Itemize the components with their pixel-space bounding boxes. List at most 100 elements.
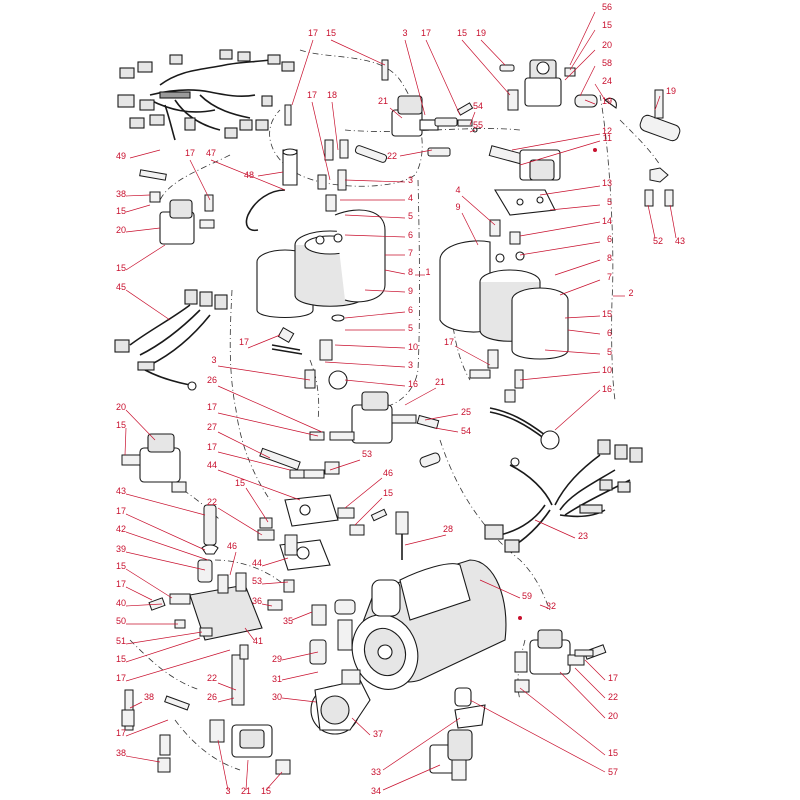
harness-connector — [149, 114, 165, 126]
callout-number: 15 — [235, 478, 245, 488]
callout-number: 19 — [666, 86, 676, 96]
leader-line — [574, 667, 606, 699]
callout-number: 51 — [116, 636, 126, 646]
harness-connector — [224, 127, 238, 139]
harness-connector — [579, 504, 603, 514]
distribution-block — [148, 504, 263, 706]
leader-line — [329, 459, 361, 471]
callout-number: 22 — [207, 673, 217, 683]
callout-number: 49 — [116, 151, 126, 161]
callout-number: 4 — [455, 185, 460, 195]
callout-number: 10 — [408, 342, 418, 352]
callout-number: 32 — [546, 601, 556, 611]
harness-connector — [504, 539, 520, 553]
leader-line — [569, 29, 596, 71]
callout-number: 17 — [444, 337, 454, 347]
leader-line — [519, 140, 601, 166]
callout-number: 15 — [602, 20, 612, 30]
callout-number: 50 — [116, 616, 126, 626]
leader-line — [217, 385, 323, 433]
callout-number: 21 — [241, 786, 251, 796]
callout-number: 3 — [225, 786, 230, 796]
leader-line — [261, 581, 289, 585]
callout-number: 17 — [185, 148, 195, 158]
callout-number: 34 — [371, 786, 381, 796]
callout-number: 15 — [261, 786, 271, 796]
callout-number: 15 — [457, 28, 467, 38]
harness-connector — [267, 54, 281, 65]
callout-number: 53 — [252, 576, 262, 586]
callout-number: 9 — [408, 286, 413, 296]
harness-connector — [139, 99, 155, 111]
callout-number: 40 — [116, 598, 126, 608]
callout-number: 7 — [607, 272, 612, 282]
callout-number: 13 — [602, 178, 612, 188]
callout-number: 5 — [607, 347, 612, 357]
leader-line — [594, 83, 606, 101]
callout-number: 58 — [602, 58, 612, 68]
boiler-assembly-left — [245, 139, 388, 390]
callout-number: 38 — [144, 692, 154, 702]
leader-line — [647, 204, 656, 239]
leader-line — [469, 129, 476, 133]
callout-number: 22 — [387, 151, 397, 161]
callout-number: 43 — [675, 236, 685, 246]
leader-line — [129, 701, 143, 709]
callout-number: 17 — [308, 28, 318, 38]
leader-line — [364, 289, 406, 293]
leader-line — [344, 234, 406, 238]
leader-line — [125, 194, 151, 197]
leader-line — [654, 95, 661, 111]
leader-line — [125, 649, 231, 682]
leader-line — [217, 412, 319, 437]
callout-number: 22 — [608, 692, 618, 702]
solenoid-valve-left-upper — [139, 169, 215, 245]
callout-number: 47 — [206, 148, 216, 158]
leader-line — [125, 227, 161, 233]
harness-connector — [137, 361, 155, 371]
leader-line — [125, 586, 153, 601]
callout-number: 16 — [602, 384, 612, 394]
callout-number: 5 — [607, 197, 612, 207]
callout-number: 55 — [473, 120, 483, 130]
harness-connector — [255, 119, 269, 131]
leader-line — [125, 551, 206, 571]
leader-line — [125, 409, 156, 441]
harness-connector — [129, 117, 145, 129]
callout-number: 57 — [608, 767, 618, 777]
leader-line — [125, 204, 151, 213]
callout-number: 41 — [253, 636, 263, 646]
solenoid-valve-middle — [329, 391, 441, 468]
callout-number: 54 — [473, 101, 483, 111]
callout-number: 6 — [408, 230, 413, 240]
leader-line — [330, 39, 386, 66]
callout-number: 39 — [116, 544, 126, 554]
callout-number: 5 — [408, 323, 413, 333]
leader-line — [469, 699, 606, 773]
callout-number: 37 — [373, 729, 383, 739]
callout-number: 25 — [461, 407, 471, 417]
callout-number: 8 — [408, 267, 413, 277]
pump-motor — [351, 511, 507, 690]
leader-line — [579, 65, 596, 97]
solenoid-valve-right-lower — [514, 629, 607, 693]
harness-connector — [239, 119, 253, 131]
callout-number: 7 — [408, 248, 413, 258]
callout-number: 6 — [607, 328, 612, 338]
callout-number: 15 — [116, 263, 126, 273]
pressure-switch-right — [488, 145, 674, 216]
leader-line — [519, 687, 606, 756]
leader-line — [399, 149, 433, 157]
leader-line — [344, 477, 383, 509]
solenoid-valve-left-middle — [121, 433, 187, 493]
callout-number: 17 — [307, 90, 317, 100]
leader-line — [125, 513, 206, 551]
harness-connector — [184, 289, 198, 305]
harness-connector — [117, 94, 135, 108]
callout-number: 6 — [607, 234, 612, 244]
leader-line — [404, 39, 426, 116]
leader-line — [217, 451, 291, 471]
callout-number: 24 — [602, 76, 612, 86]
callout-number: 28 — [443, 524, 453, 534]
callout-number: 20 — [608, 711, 618, 721]
